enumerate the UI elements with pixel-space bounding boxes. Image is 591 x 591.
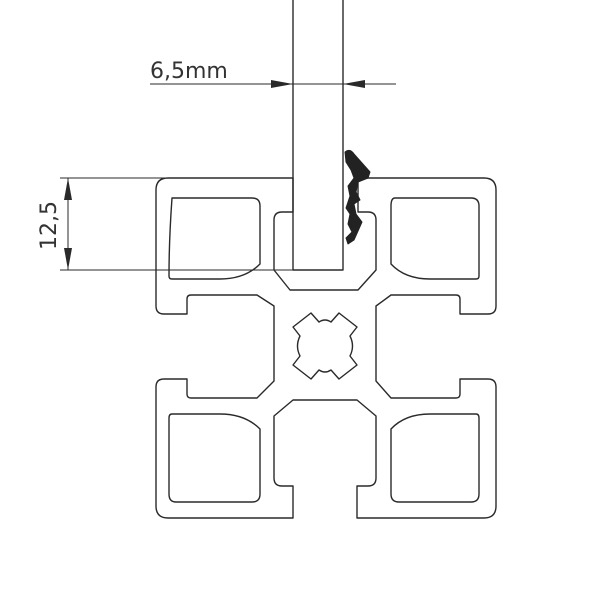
dim-arrow-top [64,178,72,200]
panel [292,0,344,271]
corner-cavity-top-right [390,197,480,280]
seal-strip [344,149,371,245]
dim-arrow-left [271,80,293,88]
dim-label-depth: 12,5 [37,201,62,250]
corner-cavity-bottom-left [168,413,261,503]
corner-cavity-top-left [168,197,261,280]
dim-arrow-bottom [64,248,72,270]
dim-label-width: 6,5mm [150,59,228,84]
corner-cavity-bottom-right [390,413,480,503]
dim-arrow-right [343,80,365,88]
center-bore [292,312,358,380]
profile-outline [155,177,497,519]
